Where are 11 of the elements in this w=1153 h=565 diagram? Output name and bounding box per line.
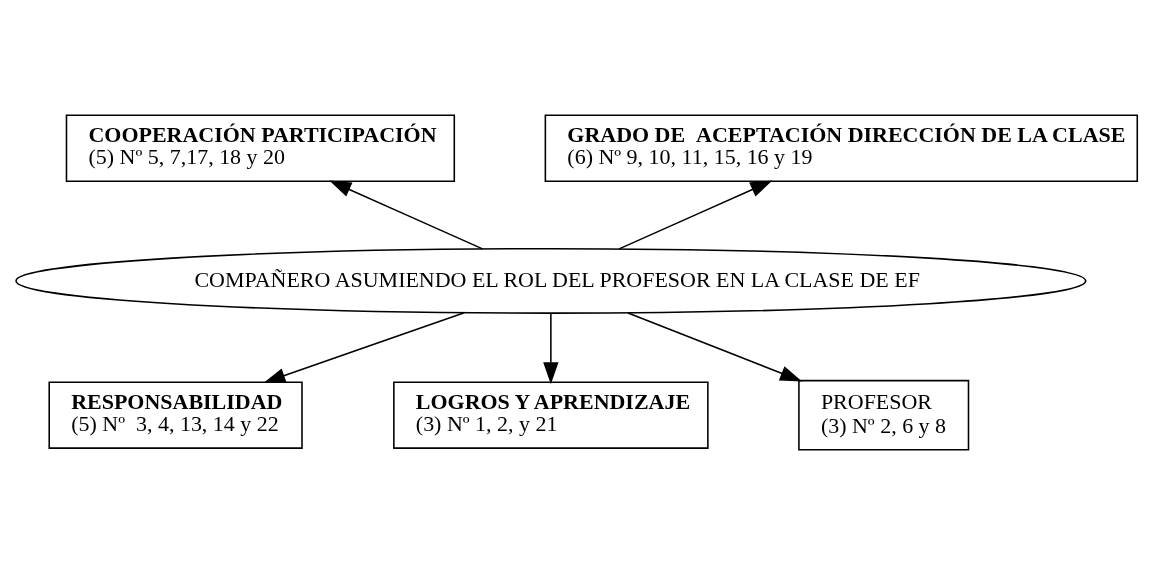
arrow <box>543 312 559 385</box>
node-box: COOPERACIÓN PARTICIPACIÓN (5) Nº 5, 7,17, 18 y 20 <box>65 114 456 182</box>
arrow <box>618 180 773 250</box>
arrow <box>263 311 466 383</box>
node-box: PROFESOR (3) Nº 2, 6 y 8 <box>798 379 970 451</box>
arrow <box>329 180 484 250</box>
node-box: RESPONSABILIDAD (5) Nº 3, 4, 13, 14 y 22 <box>48 381 303 449</box>
arrow <box>627 312 803 382</box>
node-box: GRADO DE ACEPTACIÓN DIRECCIÓN DE LA CLASE (6) Nº 9, 10, 11, 15, 16 y 19 <box>544 114 1139 182</box>
node-ellipse: COMPAÑERO ASUMIENDO EL ROL DEL PROFESOR EN LA CLASE DE EF <box>15 247 1087 314</box>
node-box: LOGROS Y APRENDIZAJE (3) Nº 1, 2, y 21 <box>393 381 709 449</box>
